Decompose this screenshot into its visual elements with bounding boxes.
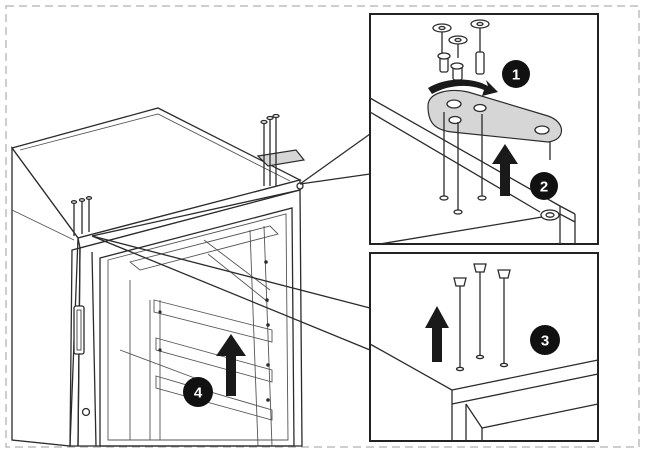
inset-bottom-frame [369, 252, 599, 442]
dashed-frame [5, 5, 640, 448]
step-number-1: 1 [512, 67, 520, 84]
refrigerator-cabinet [10, 107, 303, 447]
detail-hinge-inset [369, 13, 599, 245]
step-number-2: 2 [540, 179, 548, 196]
detail-pins-inset [369, 252, 599, 442]
step-number-3: 3 [541, 333, 549, 350]
step-badge-2: 2 [530, 172, 558, 200]
step-badge-1: 1 [502, 60, 530, 88]
hinge-screws [432, 19, 490, 81]
hinge-pins [453, 263, 511, 372]
step-badge-3: 3 [530, 325, 560, 355]
lift-hinge-arrow [492, 144, 518, 196]
top-hinge-small [256, 113, 306, 190]
lift-door-arrow [216, 334, 246, 396]
glass-door [99, 207, 295, 447]
step-badge-4: 4 [183, 377, 213, 407]
door-lock [81, 407, 91, 417]
remove-pins-arrow [425, 306, 449, 362]
callout-lines [91, 133, 371, 351]
step-number-4: 4 [194, 385, 203, 402]
door-handle [73, 305, 85, 355]
bottom-hinge-pins-small [70, 196, 93, 236]
rotate-arrow [428, 79, 498, 96]
